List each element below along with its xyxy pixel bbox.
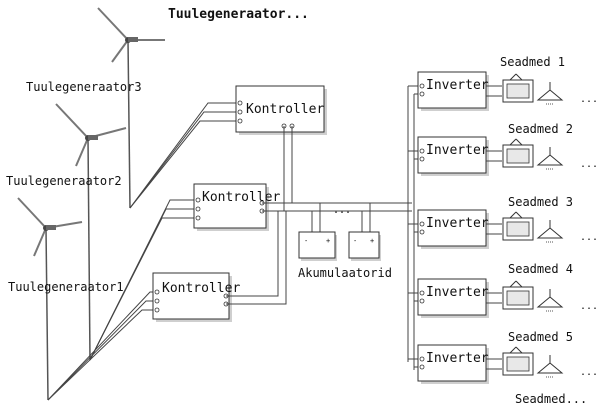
wind-turbine-icon [97,7,165,209]
wind-turbine-icon [55,103,127,361]
generator-label-2: Tuulegeneraator2 [6,174,122,188]
batteries-label: Akumulaatorid [298,266,392,280]
devices-label: Seadmed 5 [508,330,573,344]
device-ellipsis: ... [580,301,598,312]
controller-label-3: Kontroller [246,102,324,117]
inverter-row: Inverter... Seadmed 1 [408,55,598,111]
tv-icon [502,138,534,168]
tv-icon [502,73,534,103]
inverter-box: Inverter [417,209,489,249]
devices-label: Seadmed 2 [508,122,573,136]
lamp-icon [536,220,564,243]
inverter-label: Inverter [426,351,489,366]
inverter-row: Inverter... Seadmed 4 [408,262,598,318]
inverter-label: Inverter [426,285,489,300]
lamp-icon [536,289,564,312]
devices-label: Seadmed 1 [500,55,565,69]
svg-text:+: + [370,237,374,245]
devices-label: Seadmed 4 [508,262,573,276]
battery-icon: - + [298,231,337,261]
lamp-icon [536,147,564,170]
svg-text:-: - [353,237,357,245]
lamp-icon [536,355,564,378]
devices-more-label: Seadmed... [515,392,587,406]
controller-label-2: Kontroller [202,190,280,205]
inverter-label: Inverter [426,216,489,231]
tv-icon [502,346,534,376]
inverter-box: Inverter [417,278,489,318]
inverter-row: Inverter... Seadmed 3 [408,195,598,249]
tv-icon [502,211,534,241]
device-ellipsis: ... [580,367,598,378]
svg-text:+: + [326,237,330,245]
diagram-title: Tuulegeneraator... [168,7,309,22]
wind-turbine-icon [17,197,83,401]
inverter-box: Inverter [417,344,489,384]
devices-label: Seadmed 3 [508,195,573,209]
controller-box-2 [193,183,269,231]
device-ellipsis: ... [580,232,598,243]
device-ellipsis: ... [580,94,598,105]
inverter-box: Inverter [417,71,489,111]
inverter-label: Inverter [426,143,489,158]
inverter-rows: Inverter... Seadmed 1 Inverter... Seadmed 2… [408,55,598,384]
inverter-box: Inverter [417,136,489,176]
inverter-label: Inverter [426,78,489,93]
turbine-wires [47,102,238,401]
lamp-icon [536,82,564,105]
controller-box-1 [152,272,232,322]
controller-label-1: Kontroller [162,281,240,296]
controller-box-3 [235,85,327,135]
bus-ellipsis: ... [333,205,351,216]
tv-icon [502,280,534,310]
inverter-row: Inverter... Seadmed 5 [408,330,598,384]
battery-icon: - + [348,231,381,261]
device-ellipsis: ... [580,159,598,170]
generator-label-3: Tuulegeneraator3 [26,80,142,94]
inverter-row: Inverter... Seadmed 2 [408,122,598,176]
generator-label-1: Tuulegeneraator1 [8,280,124,294]
svg-text:-: - [304,237,308,245]
